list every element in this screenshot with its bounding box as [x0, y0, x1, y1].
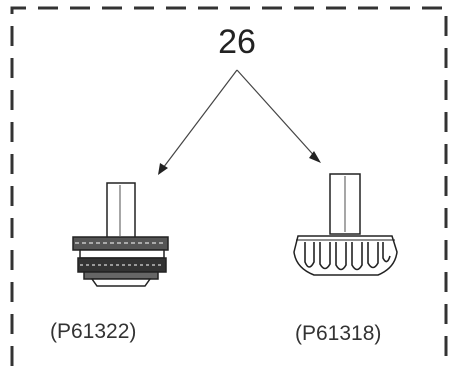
leader-line-left	[159, 69, 238, 173]
part-p61322-body	[79, 249, 165, 259]
leader-arrowheads	[158, 151, 321, 175]
part-p61322-drawing	[72, 182, 169, 287]
part-p61322-stem	[106, 182, 136, 239]
leader-lines	[159, 69, 319, 173]
part-p61318-flutes	[304, 242, 391, 271]
part-p61322-lower-ring	[83, 271, 159, 280]
leader-line-right	[236, 69, 319, 161]
part-p61322-base	[90, 278, 152, 287]
part-p61318-drawing	[293, 173, 398, 276]
part-number-right: (P61318)	[295, 322, 381, 345]
part-number-left: (P61322)	[50, 320, 136, 343]
arrowhead-right	[309, 151, 321, 163]
dashed-border	[10, 6, 448, 366]
arrowhead-left	[158, 163, 168, 175]
callout-number: 26	[218, 23, 256, 61]
